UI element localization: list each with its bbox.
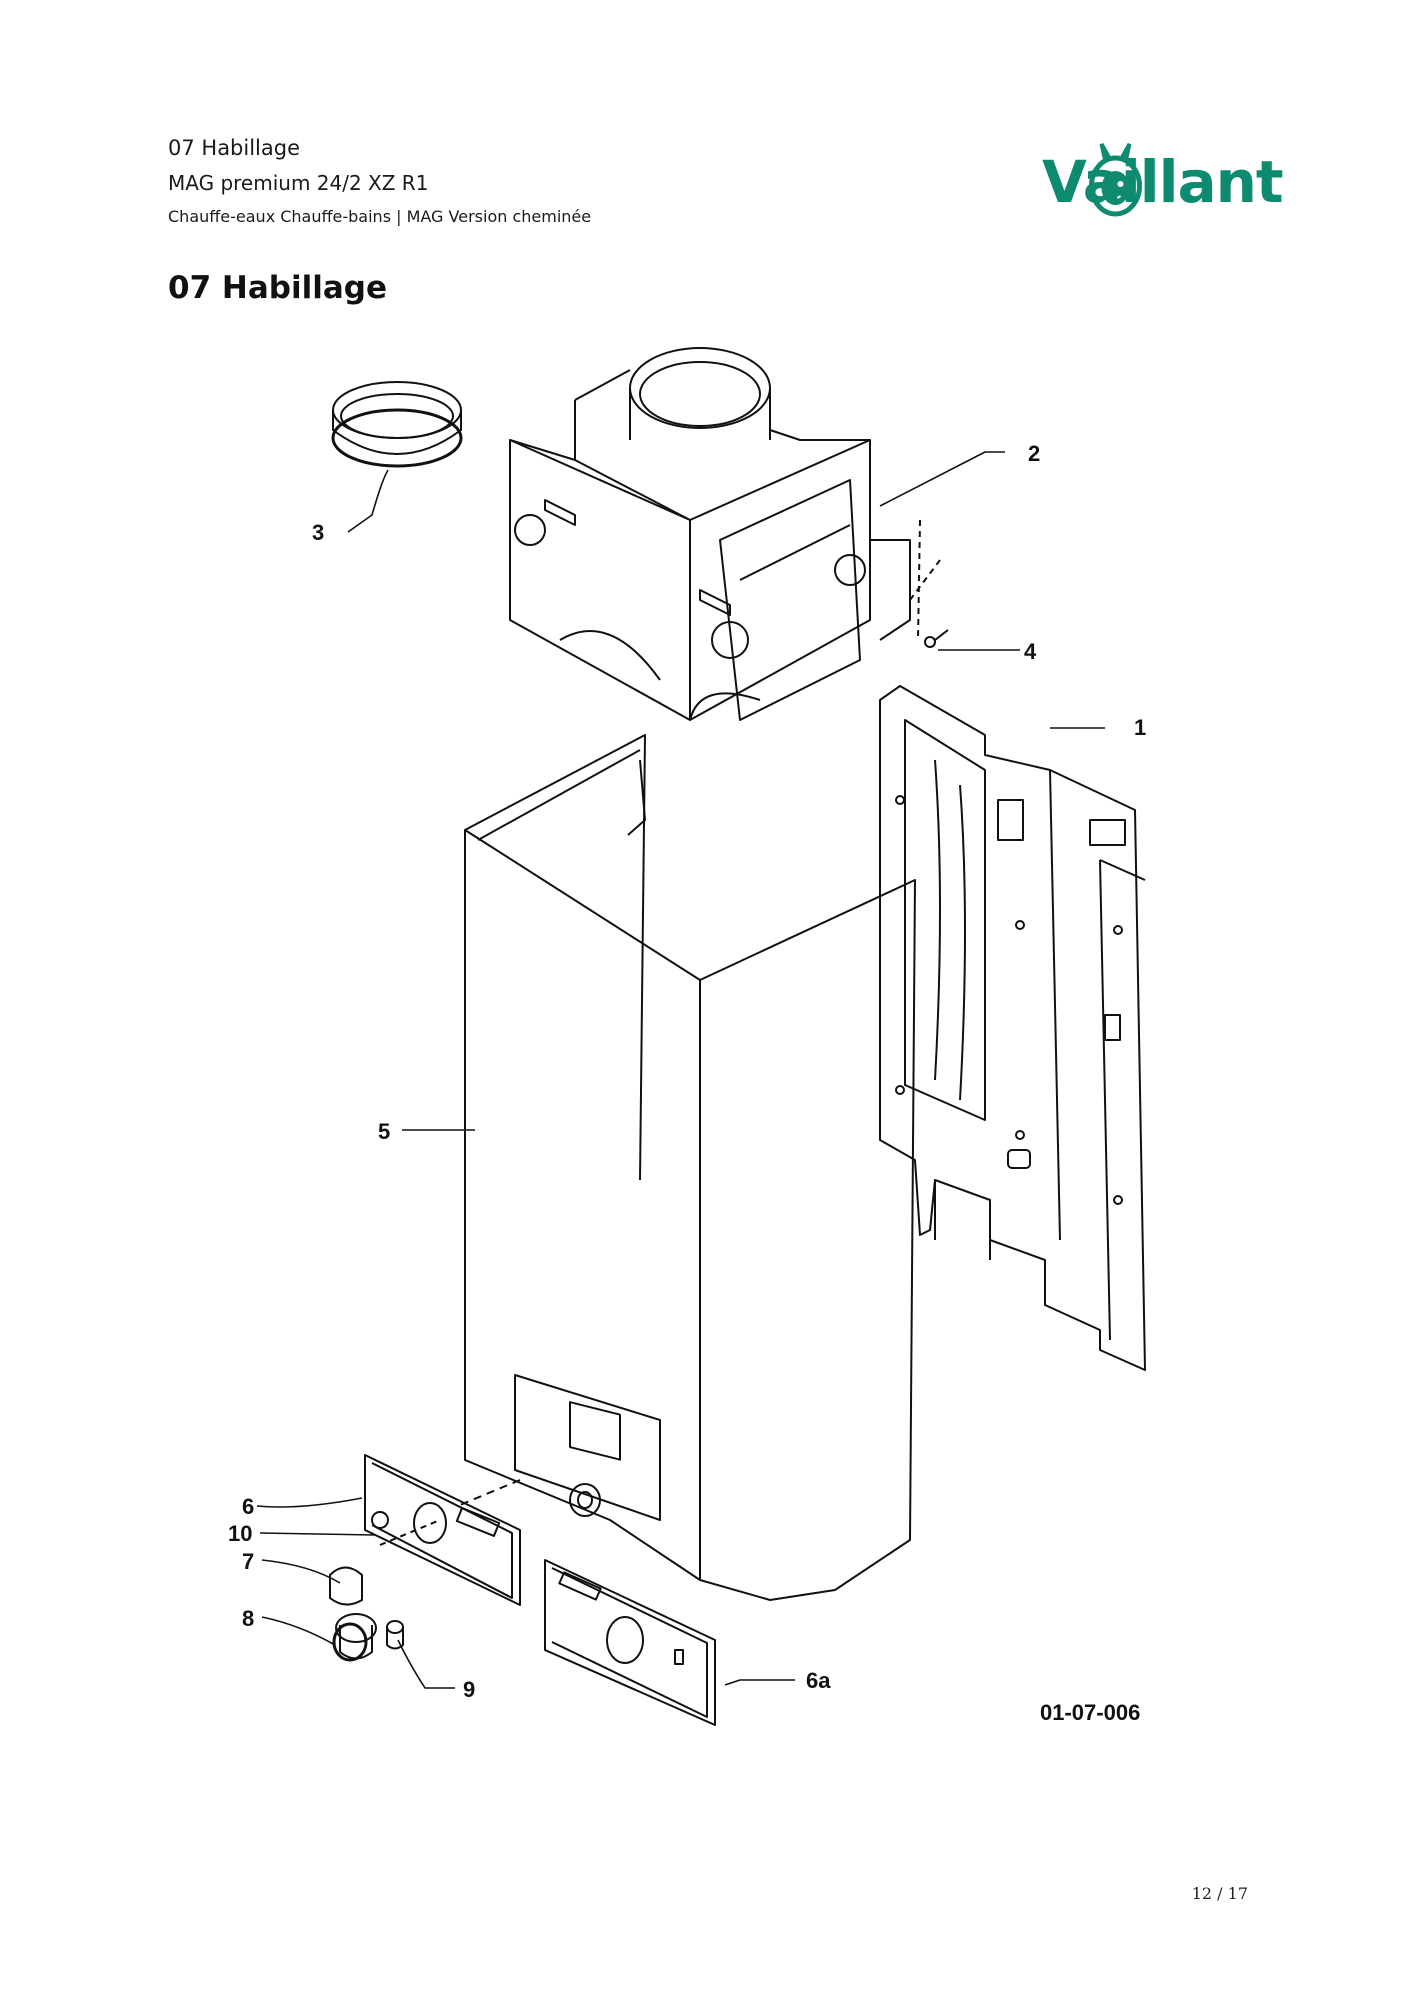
leader-lines <box>256 451 1105 1689</box>
ring-part <box>331 381 463 468</box>
header-model: MAG premium 24/2 XZ R1 <box>168 171 429 195</box>
callout-6: 6 <box>242 1494 254 1519</box>
page-number: 12 / 17 <box>1191 1884 1248 1903</box>
callout-4: 4 <box>1024 639 1037 664</box>
control-panel-part <box>364 1454 521 1606</box>
callout-5: 5 <box>378 1119 390 1144</box>
callout-3: 3 <box>312 520 324 545</box>
diagram-reference: 01-07-006 <box>1040 1700 1140 1725</box>
draft-hood-part <box>509 347 911 721</box>
callout-1: 1 <box>1134 715 1146 740</box>
front-casing-part <box>459 734 916 1601</box>
header-section: 07 Habillage <box>168 136 301 160</box>
callout-6a: 6a <box>806 1668 831 1693</box>
callout-10: 10 <box>228 1521 252 1546</box>
callout-labels: 1 2 3 4 5 6 6a 7 8 9 10 01-07-006 <box>228 441 1146 1725</box>
callout-8: 8 <box>242 1606 254 1631</box>
rear-panel-part <box>879 685 1146 1371</box>
header-category: Chauffe-eaux Chauffe-bains | MAG Version… <box>168 207 592 226</box>
callout-7: 7 <box>242 1549 254 1574</box>
brand-logo-icon <box>1089 143 1142 217</box>
knob-parts <box>329 1566 404 1662</box>
callout-9: 9 <box>463 1677 475 1702</box>
screw-part <box>909 519 949 648</box>
alternate-panel-part <box>544 1559 716 1726</box>
page-title: 07 Habillage <box>168 270 387 306</box>
callout-2: 2 <box>1028 441 1040 466</box>
brand-name: Vaillant <box>1042 148 1284 216</box>
